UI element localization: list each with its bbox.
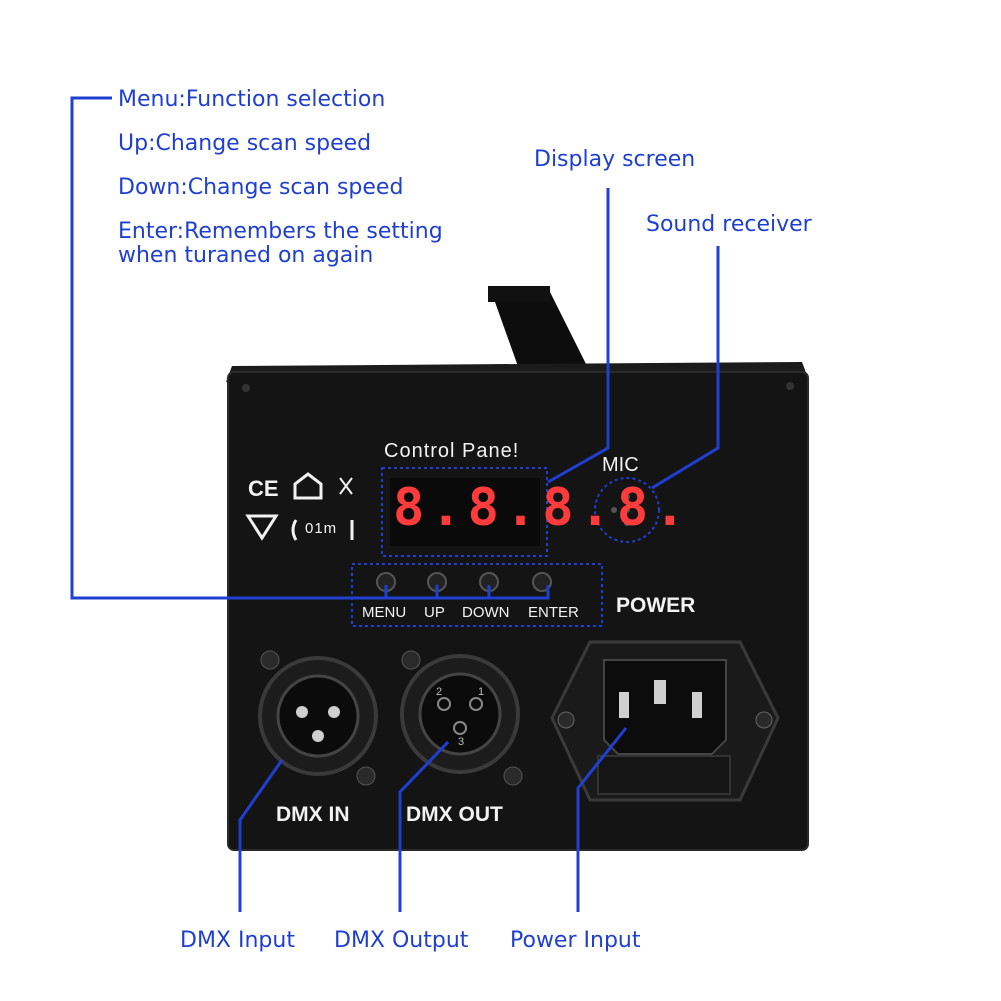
enter-button-label: ENTER [528,604,579,621]
menu-callout-line [70,96,550,600]
power-input-callout: Power Input [510,928,641,953]
mic-label: MIC [602,454,639,476]
control-buttons [376,572,552,592]
enter-callout-line1: Enter:Remembers the setting [118,219,443,244]
menu-callout: Menu:Function selection [118,87,386,112]
dmx-in-connector [258,650,378,786]
up-callout: Up:Change scan speed [118,131,372,156]
f-mark-icon [245,514,279,541]
power-label: POWER [616,594,696,617]
mic-grille [611,494,643,526]
enter-callout-line2: when turaned on again [118,243,374,268]
weee-bin-icon [339,477,353,495]
fuse-drawer [597,755,731,795]
display-callout-line [547,188,610,484]
display-highlight [381,467,548,557]
sound-callout: Sound receiver [646,212,812,237]
distance-mark: 01m [305,520,338,537]
up-button-label: UP [424,604,445,621]
display-screen [390,478,540,546]
mic-highlight [594,477,660,543]
distance-icon [291,519,298,541]
down-button-label: DOWN [462,604,510,621]
dmx-out-label: DMX OUT [406,803,503,826]
led-display-digits: 8.8.8.8. [393,478,692,538]
mounting-bracket [490,288,590,372]
dmx-input-callout-line [238,759,284,912]
xlr-pin-1-label: 1 [478,686,485,698]
dmx-output-callout: DMX Output [334,928,469,953]
indoor-use-icon [293,472,323,500]
dmx-out-connector [400,650,523,786]
down-callout: Down:Change scan speed [118,175,404,200]
dmx-input-callout: DMX Input [180,928,295,953]
display-callout: Display screen [534,147,696,172]
dmx-output-callout-line [398,740,450,912]
dmx-in-label: DMX IN [276,803,350,826]
xlr-pin-3-label: 3 [458,736,465,748]
xlr-pin-2-label: 2 [436,686,443,698]
power-inlet [550,640,780,802]
certification-marks [245,472,354,541]
ce-mark: CE [248,476,279,501]
sound-callout-line [651,246,720,490]
control-panel-title: Control Pane! [384,440,520,462]
menu-button-label: MENU [362,604,407,621]
power-input-callout-line [576,727,628,912]
